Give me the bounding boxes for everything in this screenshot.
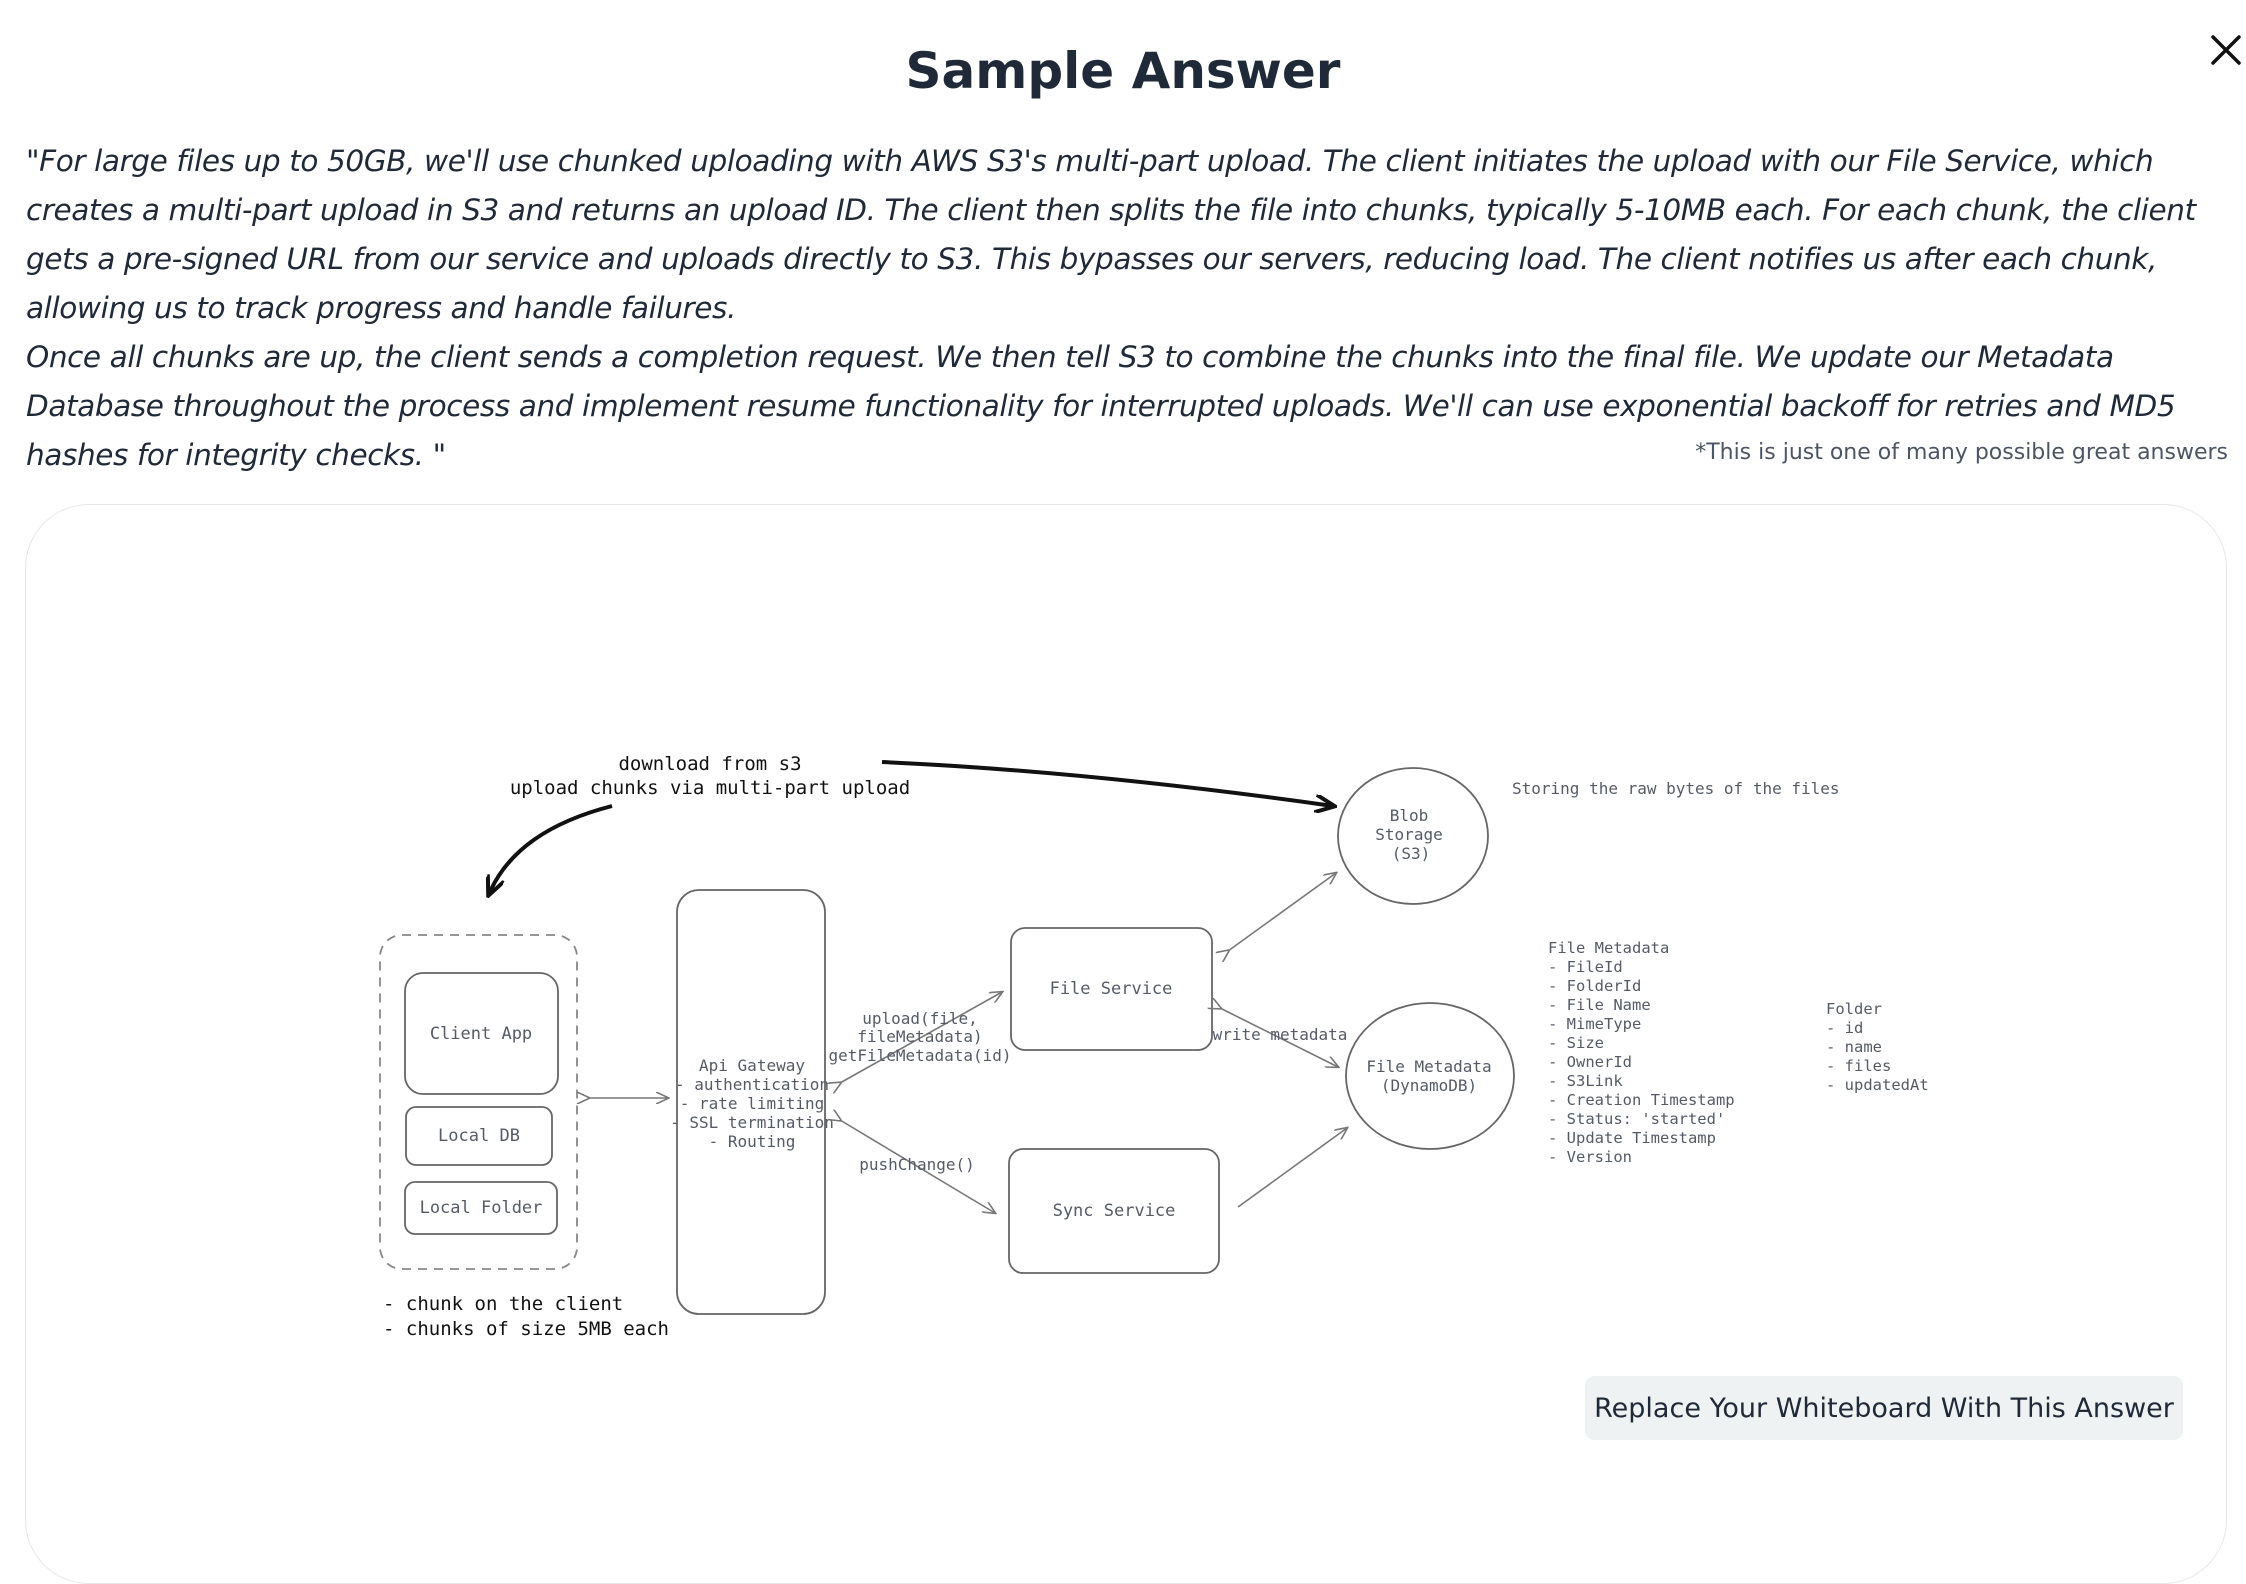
modal-title: Sample Answer (905, 42, 1341, 100)
file-metadata-field: - S3Link (1548, 1072, 1623, 1090)
sync-service-label: Sync Service (1053, 1201, 1176, 1221)
answer-paragraph-1: "For large files up to 50GB, we'll use c… (26, 144, 2196, 325)
blob-note: Storing the raw bytes of the files (1512, 779, 1840, 798)
client-app-box (404, 972, 559, 1095)
folder-field: - updatedAt (1826, 1076, 1929, 1094)
upload-call-line-2: getFileMetadata(id) (828, 1046, 1011, 1065)
architecture-diagram: download from s3 upload chunks via multi… (379, 753, 1929, 1340)
sync-service-box (1008, 1148, 1220, 1274)
local-db-box (405, 1106, 553, 1166)
client-app-label: Client App (430, 1024, 532, 1044)
local-db-label: Local DB (438, 1126, 520, 1146)
file-service-label: File Service (1050, 979, 1173, 999)
metadata-db-line-1: (DynamoDB) (1381, 1076, 1477, 1095)
folder-field: Folder (1826, 1000, 1882, 1018)
api-gateway-box (676, 889, 826, 1315)
local-folder-label: Local Folder (420, 1198, 543, 1218)
gateway-line-1: - authentication (675, 1075, 829, 1094)
folder-field: - id (1826, 1019, 1863, 1037)
write-metadata-label: write metadata (1213, 1025, 1348, 1044)
file-metadata-field: - Size (1548, 1034, 1604, 1052)
file-metadata-field: - FileId (1548, 958, 1623, 976)
fileservice-blob-arrow (1228, 873, 1336, 951)
blob-line-1: Storage (1375, 825, 1442, 844)
metadata-db-line-0: File Metadata (1366, 1057, 1491, 1076)
close-icon (2211, 35, 2241, 65)
gateway-line-0: Api Gateway (699, 1056, 805, 1075)
folder-schema: Folder - id - name - files - updatedAt (1826, 1000, 1929, 1094)
blob-line-0: Blob (1390, 806, 1429, 825)
replace-whiteboard-button[interactable]: Replace Your Whiteboard With This Answer (1585, 1376, 2183, 1440)
answer-paragraph-2: Once all chunks are up, the client sends… (26, 340, 2176, 472)
gateway-line-3: - SSL termination (670, 1113, 834, 1132)
file-metadata-field: - Creation Timestamp (1548, 1091, 1735, 1109)
sync-metadata-arrow (1237, 1128, 1347, 1208)
file-metadata-field: - Update Timestamp (1548, 1129, 1716, 1147)
client-group (379, 934, 578, 1270)
file-metadata-field: - OwnerId (1548, 1053, 1632, 1071)
blob-line-2: (S3) (1392, 844, 1431, 863)
folder-field: - files (1826, 1057, 1891, 1075)
gateway-line-2: - rate limiting (680, 1094, 825, 1113)
gateway-fileservice-arrow (840, 992, 1002, 1083)
gateway-sync-arrow (840, 1120, 995, 1213)
disclaimer-note: *This is just one of many possible great… (1695, 440, 2228, 465)
s3-label-upload: upload chunks via multi-part upload (510, 777, 910, 799)
metadata-db-circle (1345, 1002, 1515, 1150)
fileservice-metadata-arrow (1220, 1008, 1338, 1067)
file-metadata-field: - FolderId (1548, 977, 1641, 995)
s3-label-download: download from s3 (618, 753, 801, 775)
file-service-box (1010, 927, 1213, 1051)
push-change-label: pushChange() (859, 1155, 975, 1174)
file-metadata-schema: File Metadata - FileId - FolderId - File… (1548, 939, 1735, 1166)
client-arrow (489, 804, 613, 894)
upload-call-line-0: upload(file, (862, 1009, 978, 1028)
file-metadata-field: - MimeType (1548, 1015, 1641, 1033)
local-folder-box (404, 1181, 558, 1235)
gateway-line-4: - Routing (709, 1132, 796, 1151)
s3-arrow (881, 760, 1333, 806)
file-metadata-field: - Version (1548, 1148, 1632, 1166)
blob-storage-circle (1337, 767, 1489, 905)
folder-field: - name (1826, 1038, 1882, 1056)
client-note-chunk: - chunk on the client (383, 1293, 623, 1315)
close-button[interactable] (2200, 24, 2246, 76)
client-note-size: - chunks of size 5MB each (383, 1318, 669, 1340)
file-metadata-field: - Status: 'started' (1548, 1110, 1725, 1128)
upload-call-line-1: fileMetadata) (857, 1027, 982, 1046)
file-metadata-field: - File Name (1548, 996, 1651, 1014)
file-metadata-field: File Metadata (1548, 939, 1669, 957)
